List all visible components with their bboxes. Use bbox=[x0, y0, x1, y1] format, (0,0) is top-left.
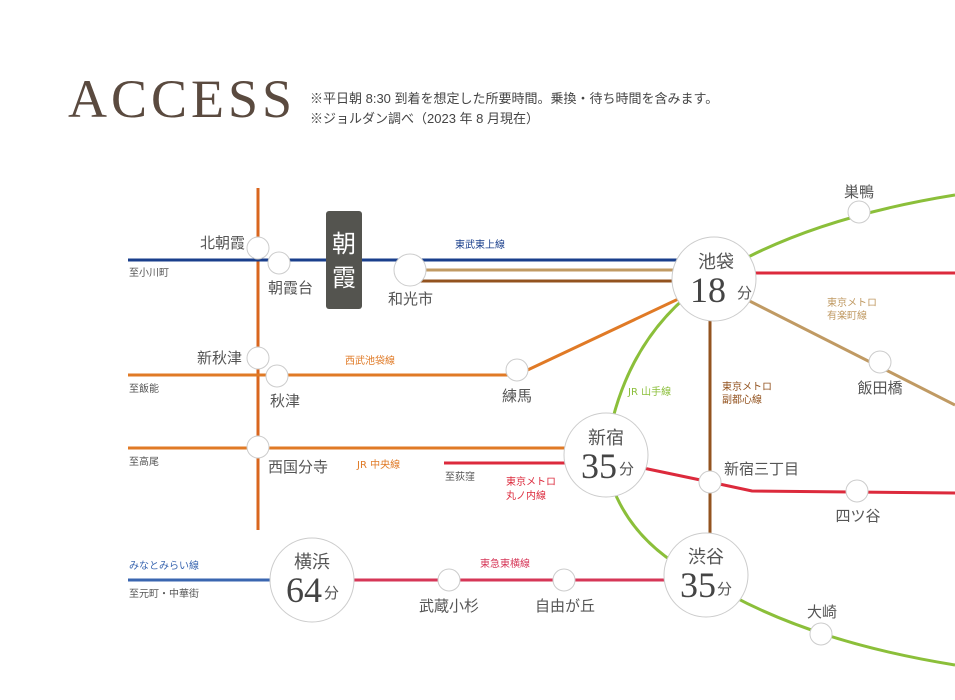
direction-motomachi: 至元町・中華街 bbox=[129, 587, 199, 600]
station-marker-yotsuya[interactable] bbox=[845, 479, 869, 503]
station-marker-osaki[interactable] bbox=[809, 622, 833, 646]
hub-minutes-ikebukuro: 18 bbox=[690, 270, 726, 310]
line-label-tobu-tojo: 東武東上線 bbox=[455, 238, 505, 251]
line-label-yurakucho-1: 東京メトロ bbox=[827, 296, 877, 309]
line-label-yurakucho-2: 有楽町線 bbox=[827, 309, 867, 322]
hub-marker-shinjuku[interactable] bbox=[563, 412, 649, 498]
hub-minutes-yokohama: 64 bbox=[286, 570, 322, 610]
hub-unit-yokohama: 分 bbox=[324, 584, 339, 602]
station-name-shinjuku-sanchome: 新宿三丁目 bbox=[724, 460, 799, 478]
direction-ogawamachi: 至小川町 bbox=[129, 267, 169, 279]
hub-marker-ikebukuro[interactable] bbox=[671, 236, 757, 322]
station-marker-jiyugaoka[interactable] bbox=[552, 568, 576, 592]
note-source: ※ジョルダン調べ（2023 年 8 月現在） bbox=[310, 111, 539, 126]
station-name-shin-akitsu: 新秋津 bbox=[197, 349, 242, 367]
hub-marker-yokohama[interactable] bbox=[269, 537, 355, 623]
station-name-akitsu: 秋津 bbox=[270, 392, 300, 410]
station-name-wakoshi: 和光市 bbox=[388, 290, 433, 308]
station-name-kita-asaka: 北朝霞 bbox=[200, 234, 245, 252]
direction-takao: 至高尾 bbox=[129, 455, 159, 468]
station-marker-shin-akitsu[interactable] bbox=[246, 346, 270, 370]
station-marker-wakoshi[interactable] bbox=[393, 253, 427, 287]
hub-minutes-shibuya: 35 bbox=[680, 565, 716, 605]
station-marker-nishi-kokubunji[interactable] bbox=[246, 435, 270, 459]
station-name-yotsuya: 四ツ谷 bbox=[835, 507, 880, 525]
line-label-jr-yamanote: JR 山手線 bbox=[627, 385, 671, 398]
yamanote-line bbox=[603, 193, 955, 667]
hub-marker-shibuya[interactable] bbox=[663, 532, 749, 618]
station-marker-musashi-kosugi[interactable] bbox=[437, 568, 461, 592]
page-title: ACCESS bbox=[68, 69, 297, 129]
station-marker-asakadai[interactable] bbox=[267, 251, 291, 275]
hub-name-yokohama: 横浜 bbox=[294, 552, 330, 573]
home-station-label-2: 霞 bbox=[332, 264, 356, 292]
hub-name-shinjuku: 新宿 bbox=[588, 428, 624, 449]
direction-hanno: 至飯能 bbox=[129, 382, 159, 395]
line-label-marunouchi-1: 東京メトロ bbox=[506, 475, 556, 488]
station-marker-sugamo[interactable] bbox=[847, 200, 871, 224]
station-marker-akitsu[interactable] bbox=[265, 364, 289, 388]
station-name-sugamo: 巣鴨 bbox=[844, 183, 874, 201]
station-name-osaki: 大崎 bbox=[807, 603, 837, 621]
note-commute-time: ※平日朝 8:30 到着を想定した所要時間。乗換・待ち時間を含みます。 bbox=[310, 91, 719, 106]
line-label-marunouchi-2: 丸ノ内線 bbox=[506, 489, 546, 502]
line-label-jr-chuo: JR 中央線 bbox=[356, 458, 400, 471]
line-label-minatomirai: みなとみらい線 bbox=[129, 559, 199, 572]
station-name-asakadai: 朝霞台 bbox=[268, 279, 313, 297]
station-name-iidabashi: 飯田橋 bbox=[857, 379, 902, 397]
home-station-label-1: 朝 bbox=[332, 230, 356, 258]
line-label-fukutoshin-1: 東京メトロ bbox=[722, 380, 772, 393]
direction-ogikubo: 至荻窪 bbox=[445, 470, 475, 483]
hub-name-ikebukuro: 池袋 bbox=[698, 252, 734, 273]
station-name-nishi-kokubunji: 西国分寺 bbox=[268, 458, 328, 476]
hub-unit-ikebukuro: 分 bbox=[737, 284, 752, 302]
station-marker-shinjuku-sanchome[interactable] bbox=[698, 470, 722, 494]
line-label-seibu-ikebukuro: 西武池袋線 bbox=[345, 354, 395, 367]
station-marker-iidabashi[interactable] bbox=[868, 350, 892, 374]
station-name-musashi-kosugi: 武蔵小杉 bbox=[419, 597, 479, 615]
home-station-asaka[interactable] bbox=[326, 211, 362, 309]
hub-unit-shibuya: 分 bbox=[717, 580, 732, 598]
station-name-jiyugaoka: 自由が丘 bbox=[535, 597, 595, 615]
station-name-nerima: 練馬 bbox=[502, 387, 532, 405]
line-label-fukutoshin-2: 副都心線 bbox=[722, 393, 762, 406]
station-marker-nerima[interactable] bbox=[505, 358, 529, 382]
station-marker-kita-asaka[interactable] bbox=[246, 236, 270, 260]
hub-minutes-shinjuku: 35 bbox=[581, 446, 617, 486]
line-label-toyoko: 東急東横線 bbox=[480, 557, 530, 570]
hub-name-shibuya: 渋谷 bbox=[688, 547, 724, 568]
hub-unit-shinjuku: 分 bbox=[619, 460, 634, 478]
